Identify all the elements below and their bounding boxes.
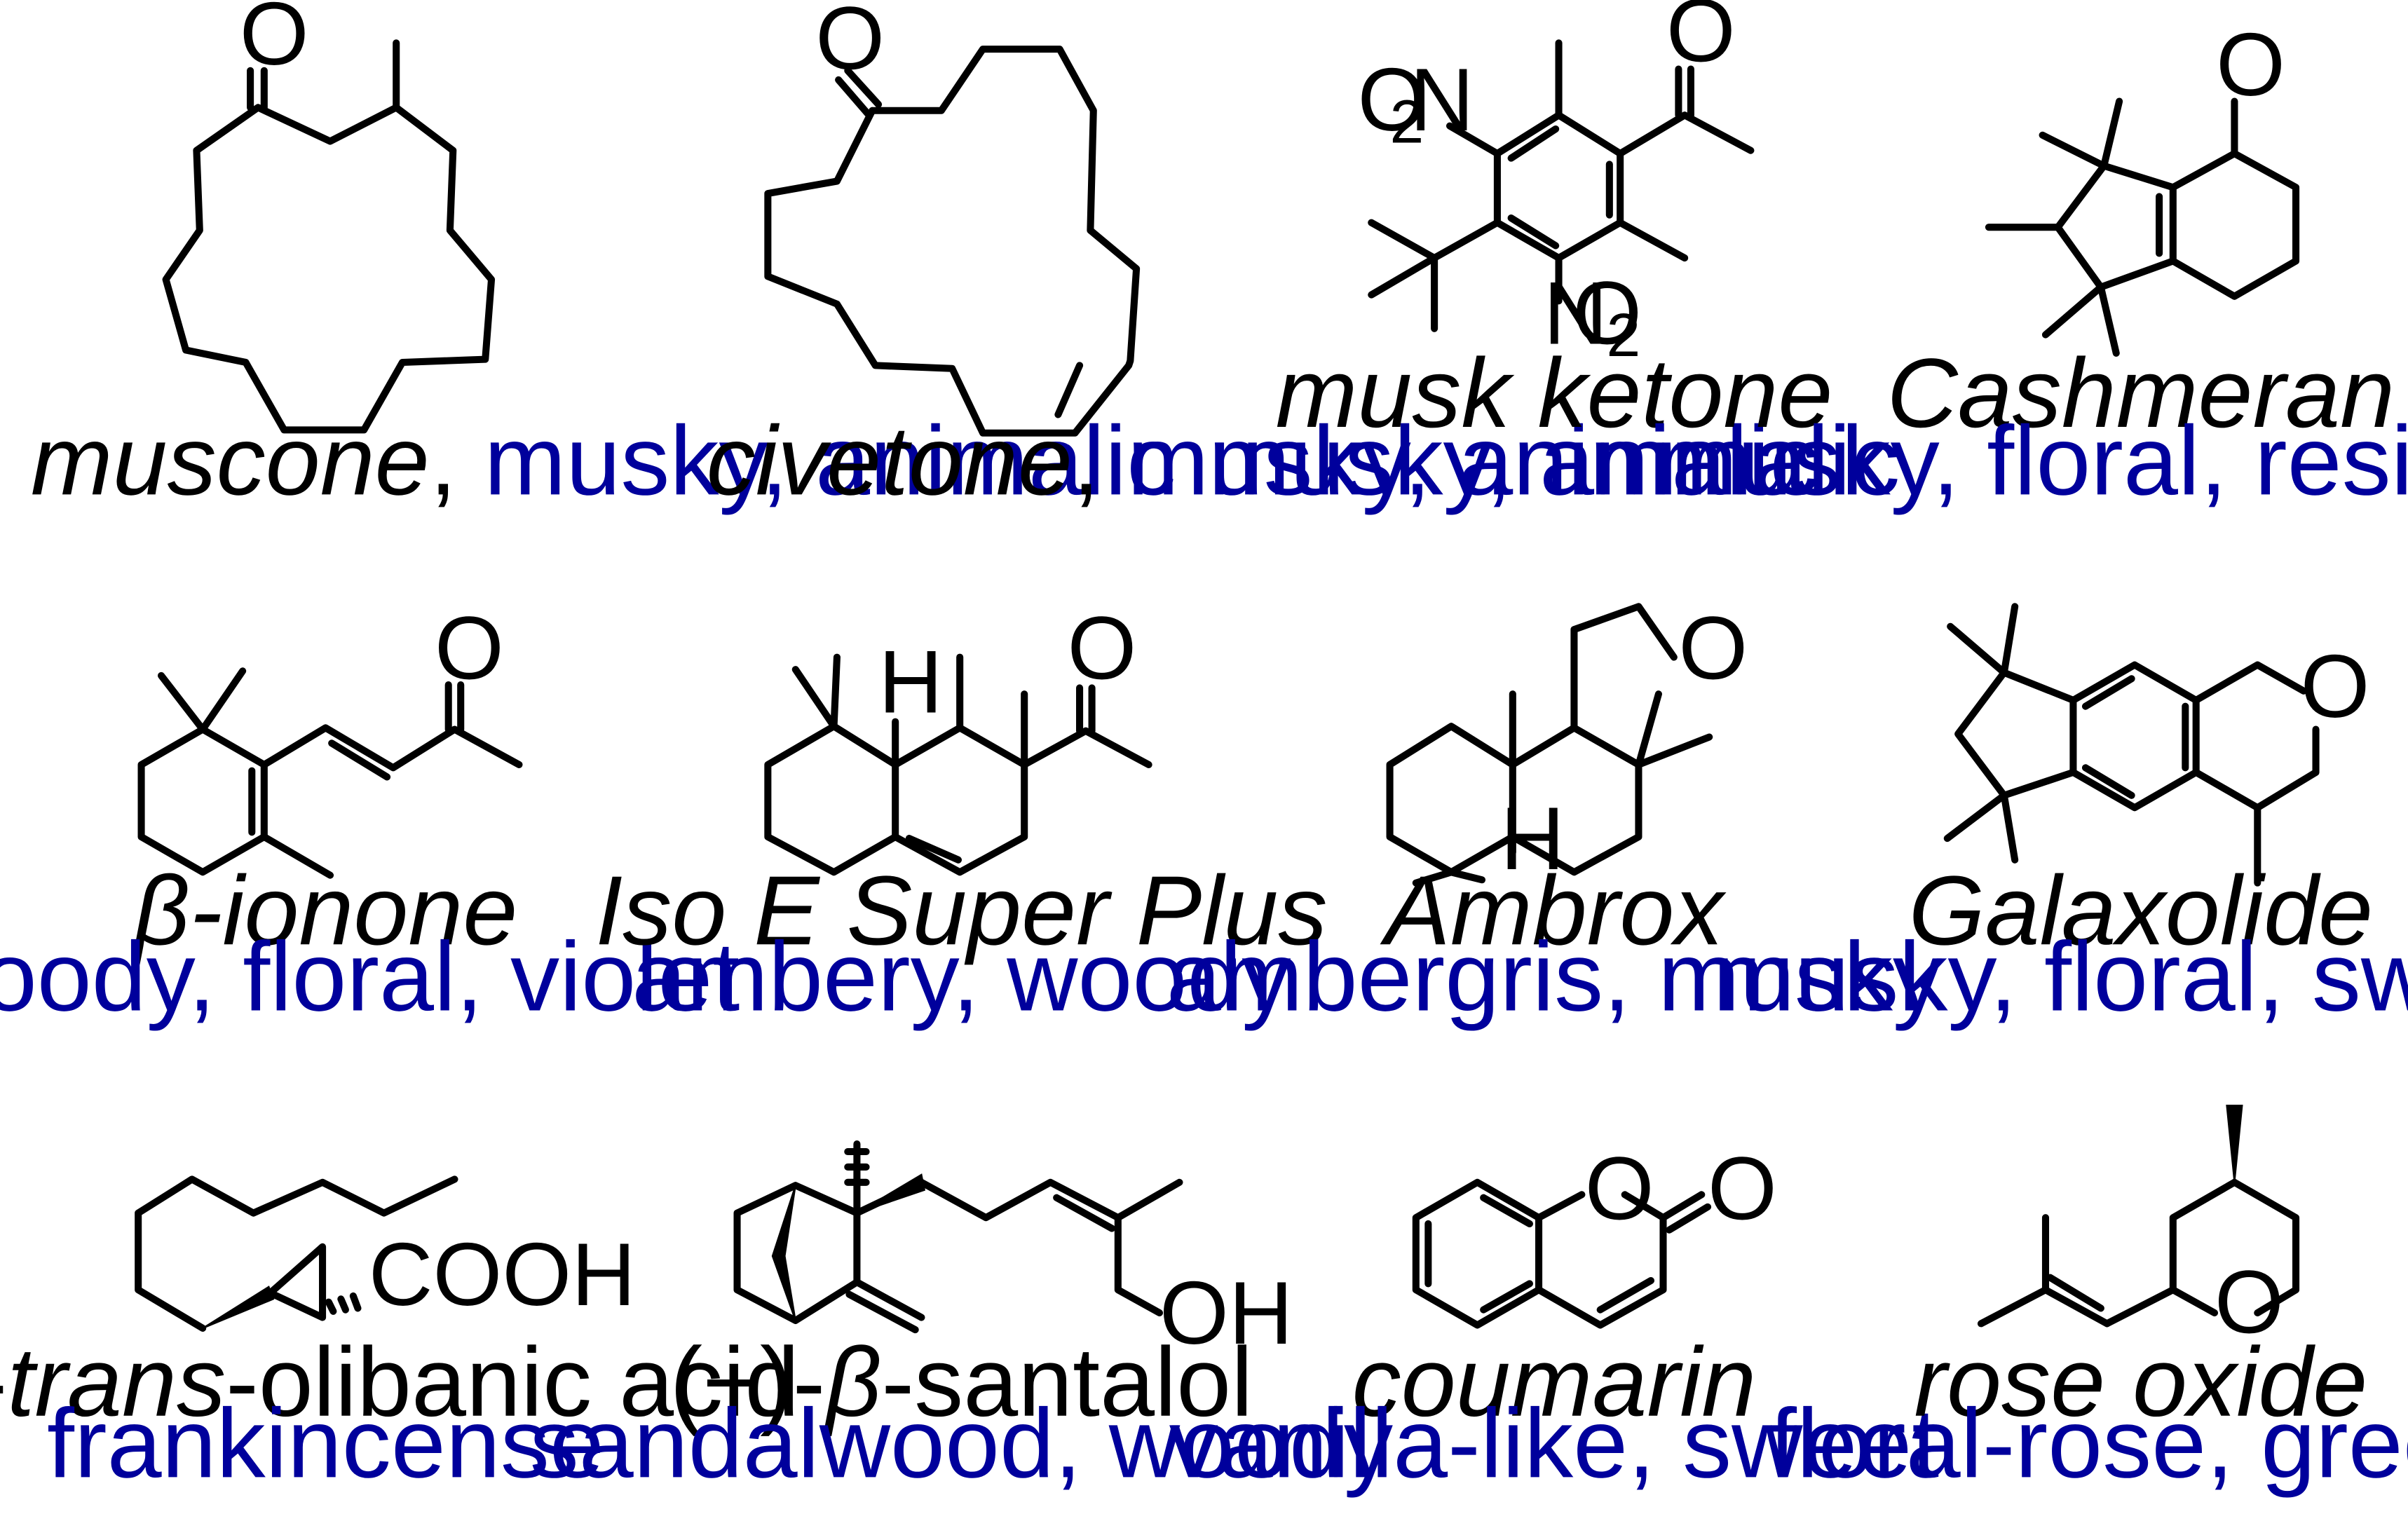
atom-subscript: 2 bbox=[1390, 88, 1424, 156]
musk-ketone-structure: O 2 N N O 2 O bbox=[1358, 0, 1755, 369]
atom-o: O bbox=[2216, 15, 2285, 114]
muscone-descriptors: musky, animalic bbox=[484, 405, 1176, 515]
atom-h: H bbox=[878, 632, 943, 731]
atom-o: O bbox=[435, 598, 504, 697]
muscone-name: muscone bbox=[31, 405, 430, 515]
coumarin-descriptors: vanilla-like, sweet bbox=[1169, 1388, 1940, 1498]
atom-subscript: 2 bbox=[1606, 301, 1640, 369]
rose-oxide-descriptors: floral-rose, green bbox=[1769, 1388, 2408, 1498]
atom-o: O bbox=[1572, 264, 1642, 363]
muscone-caption: muscone, musky, animalic bbox=[31, 405, 1176, 515]
galaxolide-name: Galaxolide bbox=[1909, 855, 2373, 965]
iso-e-super-descriptors: ambery, woody bbox=[632, 921, 1291, 1031]
olibanic-acid-descriptors: frankincense bbox=[47, 1388, 604, 1498]
cashmeran-structure: O bbox=[1985, 15, 2300, 357]
cashmeran-name: Cashmeran bbox=[1886, 338, 2395, 448]
coumarin-structure: O O bbox=[1412, 1138, 1777, 1329]
santalol-structure: OH bbox=[733, 1140, 1293, 1363]
galaxolide-descriptors: musky, floral, sweet bbox=[1713, 921, 2408, 1031]
ambrox-structure: O H bbox=[1386, 598, 1748, 888]
rose-oxide-name: rose oxide bbox=[1914, 1327, 2367, 1437]
civetone-structure: O bbox=[764, 0, 1141, 437]
olibanic-suffix: -olibanic acid bbox=[226, 1327, 799, 1437]
atom-o: O bbox=[1585, 1138, 1654, 1238]
santalol-name: (−)-β-santalol bbox=[669, 1327, 1253, 1437]
muscone-structure: O bbox=[162, 0, 496, 434]
civetone-name: civetone bbox=[707, 405, 1073, 515]
iso-e-super-structure: H O bbox=[764, 598, 1152, 876]
atom-o: O bbox=[2301, 636, 2370, 736]
santalol-prefix: (−)- bbox=[669, 1327, 825, 1437]
atom-n: N bbox=[1544, 264, 1608, 363]
beta-ionone-descriptors: woody, floral, violet bbox=[0, 921, 740, 1031]
santalol-descriptors: sandalwood, woody bbox=[530, 1388, 1393, 1498]
name-separator: , bbox=[430, 405, 484, 515]
santalol-suffix: -santalol bbox=[881, 1327, 1253, 1437]
civetone-descriptors: musky, animalic bbox=[1127, 405, 1819, 515]
atom-o: O bbox=[1358, 50, 1427, 149]
atom-oh: OH bbox=[1159, 1263, 1293, 1363]
musk-ketone-descriptors: musky, animalic bbox=[1209, 405, 1900, 515]
galaxolide-structure: O bbox=[1943, 603, 2370, 887]
olibanic-acid-structure: COOH bbox=[135, 1175, 636, 1332]
atom-cooh: COOH bbox=[369, 1225, 636, 1324]
rose-oxide-structure: O bbox=[1977, 1105, 2300, 1352]
santalol-italic: β bbox=[822, 1327, 881, 1437]
atom-o: O bbox=[1708, 1138, 1777, 1238]
beta-ionone-name: β-ionone bbox=[131, 855, 518, 965]
coumarin-name: coumarin bbox=[1352, 1327, 1757, 1437]
atom-o: O bbox=[1068, 598, 1137, 697]
civetone-caption: civetone, musky, animalic bbox=[707, 405, 1819, 515]
iso-e-super-name: Iso E Super Plus bbox=[595, 855, 1327, 965]
atom-o: O bbox=[1678, 598, 1748, 697]
beta-ionone-structure: O bbox=[137, 598, 523, 879]
name-separator: , bbox=[1073, 405, 1127, 515]
olibanic-acid-name: (+)-trans-olibanic acid bbox=[0, 1327, 799, 1437]
cashmeran-descriptors: musky, floral, resinous bbox=[1656, 405, 2408, 515]
musk-ketone-name: musk ketone bbox=[1276, 338, 1833, 448]
olibanic-prefix: (+)- bbox=[0, 1327, 7, 1437]
ambrox-descriptors: ambergris, musky bbox=[1166, 921, 1942, 1031]
olibanic-italic: trans bbox=[7, 1327, 226, 1437]
ambrox-name: Ambrox bbox=[1380, 855, 1727, 965]
